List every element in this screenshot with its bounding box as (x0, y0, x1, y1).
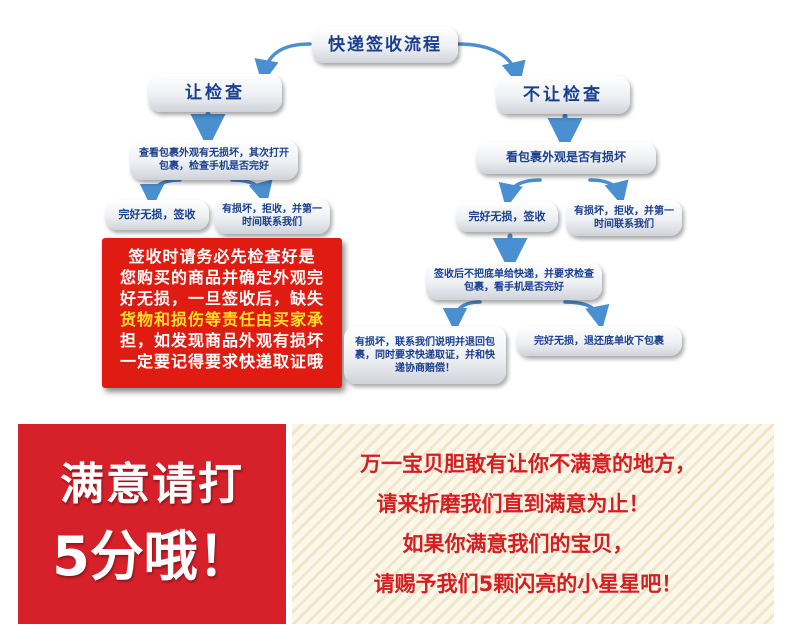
left-branch-label: 让检查 (148, 74, 282, 112)
rating-title-line-2: 5分哦！ (52, 525, 252, 588)
arrow-left-damaged (230, 178, 273, 207)
final-damaged-box: 有损坏，联系我们说明并退回包裹，同时要求快递取证，并和快递协商赔偿！ (344, 326, 506, 384)
rating-banner-left: 满意请打 5分哦！ (18, 424, 286, 624)
arrow-right-ok (498, 178, 542, 209)
rating-banner-right: 万一宝贝胆敢有让你不满意的地方， 请来折磨我们直到满意为止！ 如果你满意我们的宝… (292, 424, 774, 624)
rating-message-line-2: 请来折磨我们直到满意为止！ (376, 492, 650, 516)
rating-message-line-4: 请赐予我们5颗闪亮的小星星吧！ (373, 572, 683, 596)
warning-line-3: 好无损，一旦签收后，缺失 (119, 289, 324, 308)
right-check-step: 看包裹外观是否有损坏 (476, 142, 656, 174)
signing-warning-box: 签收时请务必先检查好是 您购买的商品并确定外观完 好无损，一旦签收后，缺失 货物… (102, 238, 342, 388)
right-ok-box: 完好无损，签收 (456, 202, 558, 232)
right-next-step: 签收后不把底单给快递，并要求检查包裹，看手机是否完好 (426, 262, 602, 300)
rating-banner: 满意请打 5分哦！ 万一宝贝胆敢有让你不满意的地方， 请来折磨我们直到满意为止！… (0, 406, 790, 637)
warning-line-6: 一定要记得要求快递取证哦 (119, 352, 324, 371)
warning-line-5: 担，如发现商品外观有损坏 (119, 331, 324, 350)
arrow-left-ok (139, 178, 182, 209)
right-damaged-box: 有损坏，拒收，并第一时间联系我们 (566, 200, 682, 236)
signing-flowchart: 快递签收流程 让检查 不让检查 查看包裹外观有无损坏，其次打开包裹，检查手机是否… (102, 27, 682, 388)
arrow-final-damaged (442, 300, 482, 333)
left-damaged-box: 有损坏，拒收，并第一时间联系我们 (214, 198, 330, 234)
right-branch-label: 不让检查 (496, 76, 630, 114)
warning-line-4: 货物和损伤等责任由买家承 (119, 310, 324, 329)
arrow-to-right-branch (456, 42, 526, 87)
final-ok-box: 完好无损，退还底单收下包裹 (516, 326, 682, 356)
arrow-final-ok (563, 300, 610, 331)
left-ok-box: 完好无损，签收 (105, 200, 209, 230)
warning-line-2: 您购买的商品并确定外观完 (119, 268, 324, 287)
rating-message-line-3: 如果你满意我们的宝贝， (402, 532, 634, 556)
arrow-to-left-branch (254, 42, 312, 85)
warning-line-1: 签收时请务必先检查好是 (128, 247, 316, 266)
left-check-step: 查看包裹外观有无损坏，其次打开包裹，检查手机是否完好 (130, 140, 298, 180)
arrow-right-damaged (588, 178, 629, 207)
rating-message-line-1: 万一宝贝胆敢有让你不满意的地方， (360, 452, 696, 476)
flow-title: 快递签收流程 (312, 27, 458, 63)
flow-arrows (139, 42, 629, 333)
rating-title-line-1: 满意请打 (60, 459, 244, 510)
